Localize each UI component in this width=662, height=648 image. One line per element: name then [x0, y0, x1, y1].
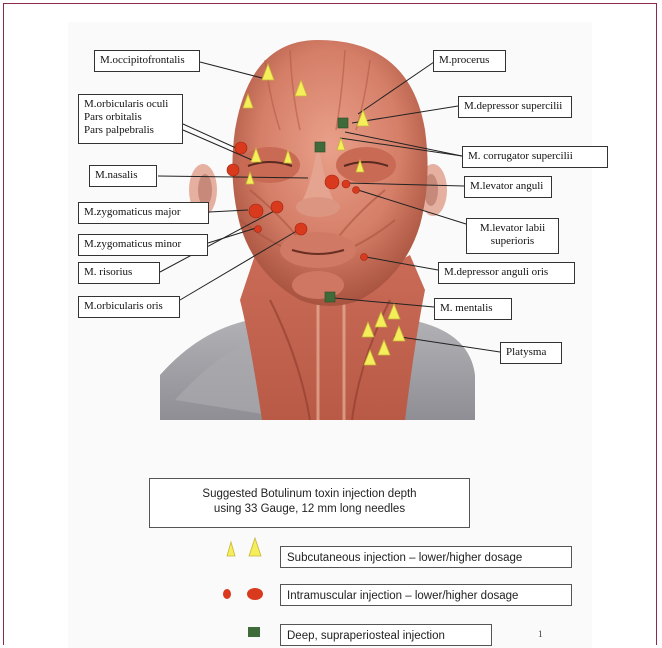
legend-intramuscular-large [247, 588, 263, 600]
label-platysma: Platysma [500, 342, 562, 364]
caption-box: Suggested Botulinum toxin injection dept… [149, 478, 470, 528]
label-line: M.levator labii [472, 222, 553, 235]
label-risorius: M. risorius [78, 262, 160, 284]
legend-deep [248, 627, 260, 637]
intramuscular-marker [227, 164, 239, 176]
page-number: 1 [538, 629, 543, 639]
label-line: Pars palpebralis [84, 124, 177, 137]
label-orbicularis-oculi: M.orbicularis oculi Pars orbitalis Pars … [78, 94, 183, 144]
label-levator-anguli: M.levator anguli [464, 176, 552, 198]
label-depressor-anguli-oris: M.depressor anguli oris [438, 262, 575, 284]
label-nasalis: M.nasalis [89, 165, 157, 187]
label-corrugator-supercilii: M. corrugator supercilii [462, 146, 608, 168]
legend-subcutaneous-text: Subcutaneous injection – lower/higher do… [280, 546, 572, 568]
label-line: Pars orbitalis [84, 111, 177, 124]
intramuscular-marker [342, 180, 350, 188]
intramuscular-marker [325, 175, 339, 189]
label-occipitofrontalis: M.occipitofrontalis [94, 50, 200, 72]
label-line: M.orbicularis oculi [84, 98, 177, 111]
legend-subcutaneous-large [249, 538, 261, 556]
intramuscular-marker [255, 226, 262, 233]
intramuscular-marker [271, 201, 283, 213]
caption-line-2: using 33 Gauge, 12 mm long needles [150, 502, 469, 517]
deep-marker [315, 142, 325, 152]
label-orbicularis-oris: M.orbicularis oris [78, 296, 180, 318]
label-depressor-supercilii: M.depressor supercilii [458, 96, 572, 118]
label-zygomaticus-major: M.zygomaticus major [78, 202, 209, 224]
label-procerus: M.procerus [433, 50, 506, 72]
legend-intramuscular-text: Intramuscular injection – lower/higher d… [280, 584, 572, 606]
deep-marker [325, 292, 335, 302]
intramuscular-marker [235, 142, 247, 154]
label-line: superioris [472, 235, 553, 248]
intramuscular-marker [249, 204, 263, 218]
intramuscular-marker [353, 187, 360, 194]
intramuscular-marker [361, 254, 368, 261]
label-zygomaticus-minor: M.zygomaticus minor [78, 234, 208, 256]
legend-intramuscular-small [223, 589, 231, 599]
label-mentalis: M. mentalis [434, 298, 512, 320]
caption-line-1: Suggested Botulinum toxin injection dept… [150, 487, 469, 502]
intramuscular-marker [295, 223, 307, 235]
legend-deep-text: Deep, supraperiosteal injection [280, 624, 492, 646]
legend-symbols [223, 538, 263, 637]
deep-marker [338, 118, 348, 128]
label-levator-labii-superioris: M.levator labii superioris [466, 218, 559, 254]
legend-subcutaneous-small [227, 542, 235, 556]
